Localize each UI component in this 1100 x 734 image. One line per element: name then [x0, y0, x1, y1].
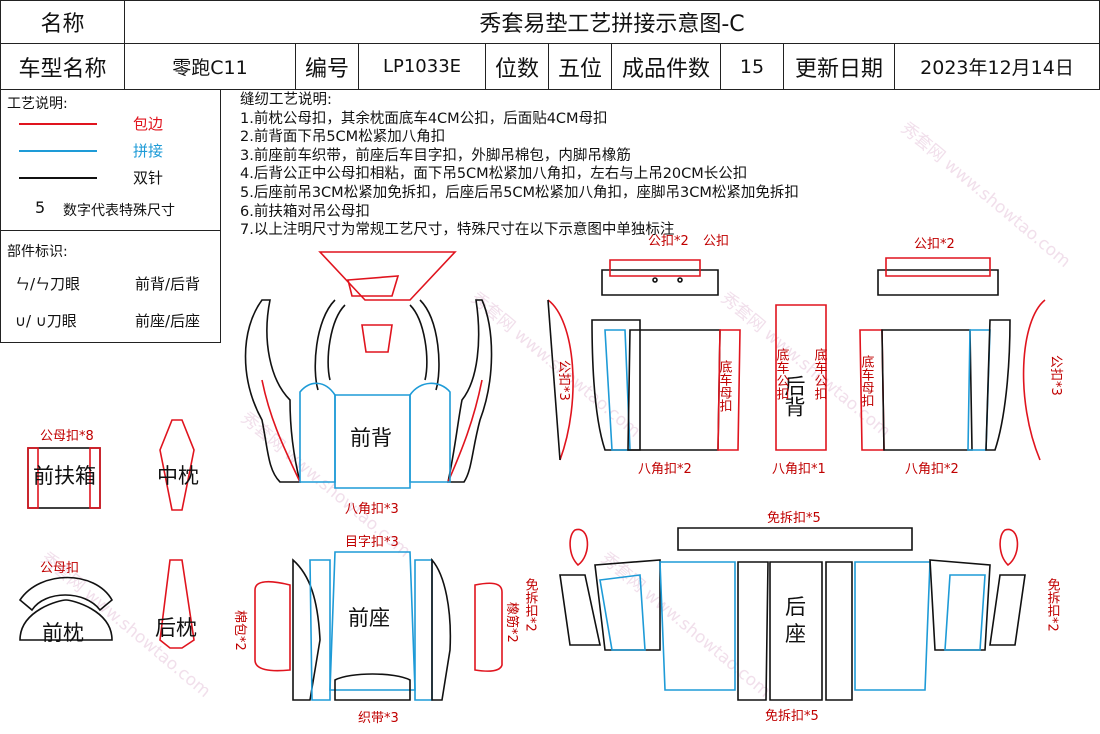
seat-value-cell: 五位: [548, 43, 612, 90]
rear-seat-label-1: 后: [785, 595, 806, 619]
rb-left-red: 底车母扣: [717, 359, 733, 412]
rear-back-right-pieces: [859, 257, 1046, 461]
rear-back-left-pieces: [547, 259, 741, 461]
rb-center-top: 公扣: [703, 234, 729, 249]
rear-seat-left: 免拆扣*2: [523, 578, 539, 632]
model-value: 零跑C11: [172, 57, 248, 79]
rb-left-bottom: 八角扣*2: [638, 462, 692, 477]
legend-line-black: [19, 177, 97, 179]
rb-center-bottom: 八角扣*1: [772, 462, 826, 477]
rear-pillow-label: 后枕: [155, 616, 197, 640]
note-line-6: 6.前扶箱对吊公母扣: [240, 203, 370, 220]
parts-title: 部件标识:: [7, 244, 68, 260]
rb-left-side: 公扣*3: [556, 360, 571, 401]
legend-red-label: 包边: [133, 115, 164, 133]
legend-blue-label: 拼接: [133, 142, 164, 160]
date-value: 2023年12月14日: [920, 57, 1074, 79]
rb-left-top: 公扣*2: [648, 234, 689, 249]
part2-text: 前座/后座: [135, 312, 201, 330]
size-number: 5: [35, 198, 46, 217]
note-line-4: 4.后背公正中公母扣相粘，面下吊5CM松紧加八角扣，左右与上吊20CM长公扣: [240, 166, 748, 183]
note-line-7: 7.以上注明尺寸为常规工艺尺寸，特殊尺寸在以下示意图中单独标注: [240, 222, 675, 239]
front-seat-label: 前座: [348, 606, 390, 630]
rb-center-l: 底车公扣: [774, 347, 790, 400]
parts-box: 部件标识: ㄣ/ㄣ刀眼 前背/后背 ∪/ ∪刀眼 前座/后座: [0, 230, 221, 343]
pieces-label: 成品件数: [621, 56, 710, 82]
front-armrest-label: 前扶箱: [33, 464, 96, 488]
armrest-clip: 公母扣*8: [40, 429, 94, 444]
rb-center-r: 底车公扣: [812, 347, 828, 400]
notes-title: 缝纫工艺说明:: [240, 92, 332, 108]
seat-label-cell: 位数: [485, 43, 549, 90]
sewing-notes: 缝纫工艺说明: 1.前枕公母扣，其余枕面底车4CM公扣，后面贴4CM母扣 2.前…: [240, 91, 799, 240]
note-line-5: 5.后座前吊3CM松紧加免拆扣，后座后吊5CM松紧加八角扣，座脚吊3CM松紧加免…: [240, 184, 799, 201]
code-label: 编号: [304, 56, 349, 82]
date-label: 更新日期: [794, 56, 883, 82]
rear-seat-right: 免拆扣*2: [1045, 578, 1061, 632]
rear-seat-bottom: 免拆扣*5: [765, 709, 819, 724]
front-back-label: 前背: [350, 426, 392, 450]
front-pillow-clip: 公母扣: [40, 561, 79, 576]
rear-seat-top: 免拆扣*5: [767, 511, 821, 526]
name-label: 名称: [40, 12, 85, 37]
rb-center-label: 后背: [782, 375, 806, 417]
size-text: 数字代表特殊尺寸: [63, 203, 175, 219]
rear-seat-pieces: [559, 527, 1026, 701]
part1-text: 前背/后背: [135, 275, 201, 293]
armrest-pillows: [18, 419, 195, 649]
part2-glyph: ∪/ ∪刀眼: [15, 312, 77, 330]
legend-line-red: [19, 123, 97, 125]
rear-seat-label-2: 座: [785, 622, 806, 646]
pieces-value: 15: [739, 55, 765, 78]
watermark-6: 秀套网 www.showtao.com: [597, 549, 774, 702]
legend-line-blue: [19, 150, 97, 152]
cotton-label: 棉包*2: [232, 610, 247, 651]
front-seat-pieces: [254, 551, 503, 701]
legend-black-label: 双针: [133, 169, 164, 187]
code-value: LP1033E: [382, 56, 462, 77]
rb-right-top: 公扣*2: [914, 237, 955, 252]
note-line-2: 2.前背面下吊5CM松紧加八角扣: [240, 129, 446, 146]
front-seat-top: 目字扣*3: [345, 535, 399, 550]
seat-value: 五位: [557, 56, 602, 82]
part1-glyph: ㄣ/ㄣ刀眼: [15, 275, 81, 293]
note-line-1: 1.前枕公母扣，其余枕面底车4CM公扣，后面贴4CM母扣: [240, 110, 608, 127]
rb-right-side: 公扣*3: [1048, 355, 1063, 396]
rb-right-bottom: 八角扣*2: [905, 462, 959, 477]
rear-back-center-piece: [775, 304, 827, 451]
rubber-label: 橡筋*2: [504, 602, 520, 643]
page-title: 秀套易垫工艺拼接示意图-C: [479, 12, 745, 37]
seat-label: 位数: [494, 56, 539, 82]
date-label-cell: 更新日期: [783, 43, 895, 90]
front-back-clip: 八角扣*3: [345, 502, 399, 517]
front-pillow-label: 前枕: [42, 621, 84, 645]
mid-pillow-label: 中枕: [157, 464, 199, 488]
model-label: 车型名称: [18, 56, 107, 82]
rb-right-red: 底车母扣: [859, 354, 875, 407]
watermark-2: 秀套网 www.showtao.com: [467, 289, 644, 442]
note-line-3: 3.前座前车织带，前座后车目字扣，外脚吊棉包，内脚吊橡筋: [240, 147, 631, 164]
legend-title: 工艺说明:: [7, 96, 68, 112]
front-back-pieces: [244, 251, 493, 489]
model-label-cell: 车型名称: [0, 43, 125, 90]
front-seat-bottom: 织带*3: [358, 711, 399, 726]
